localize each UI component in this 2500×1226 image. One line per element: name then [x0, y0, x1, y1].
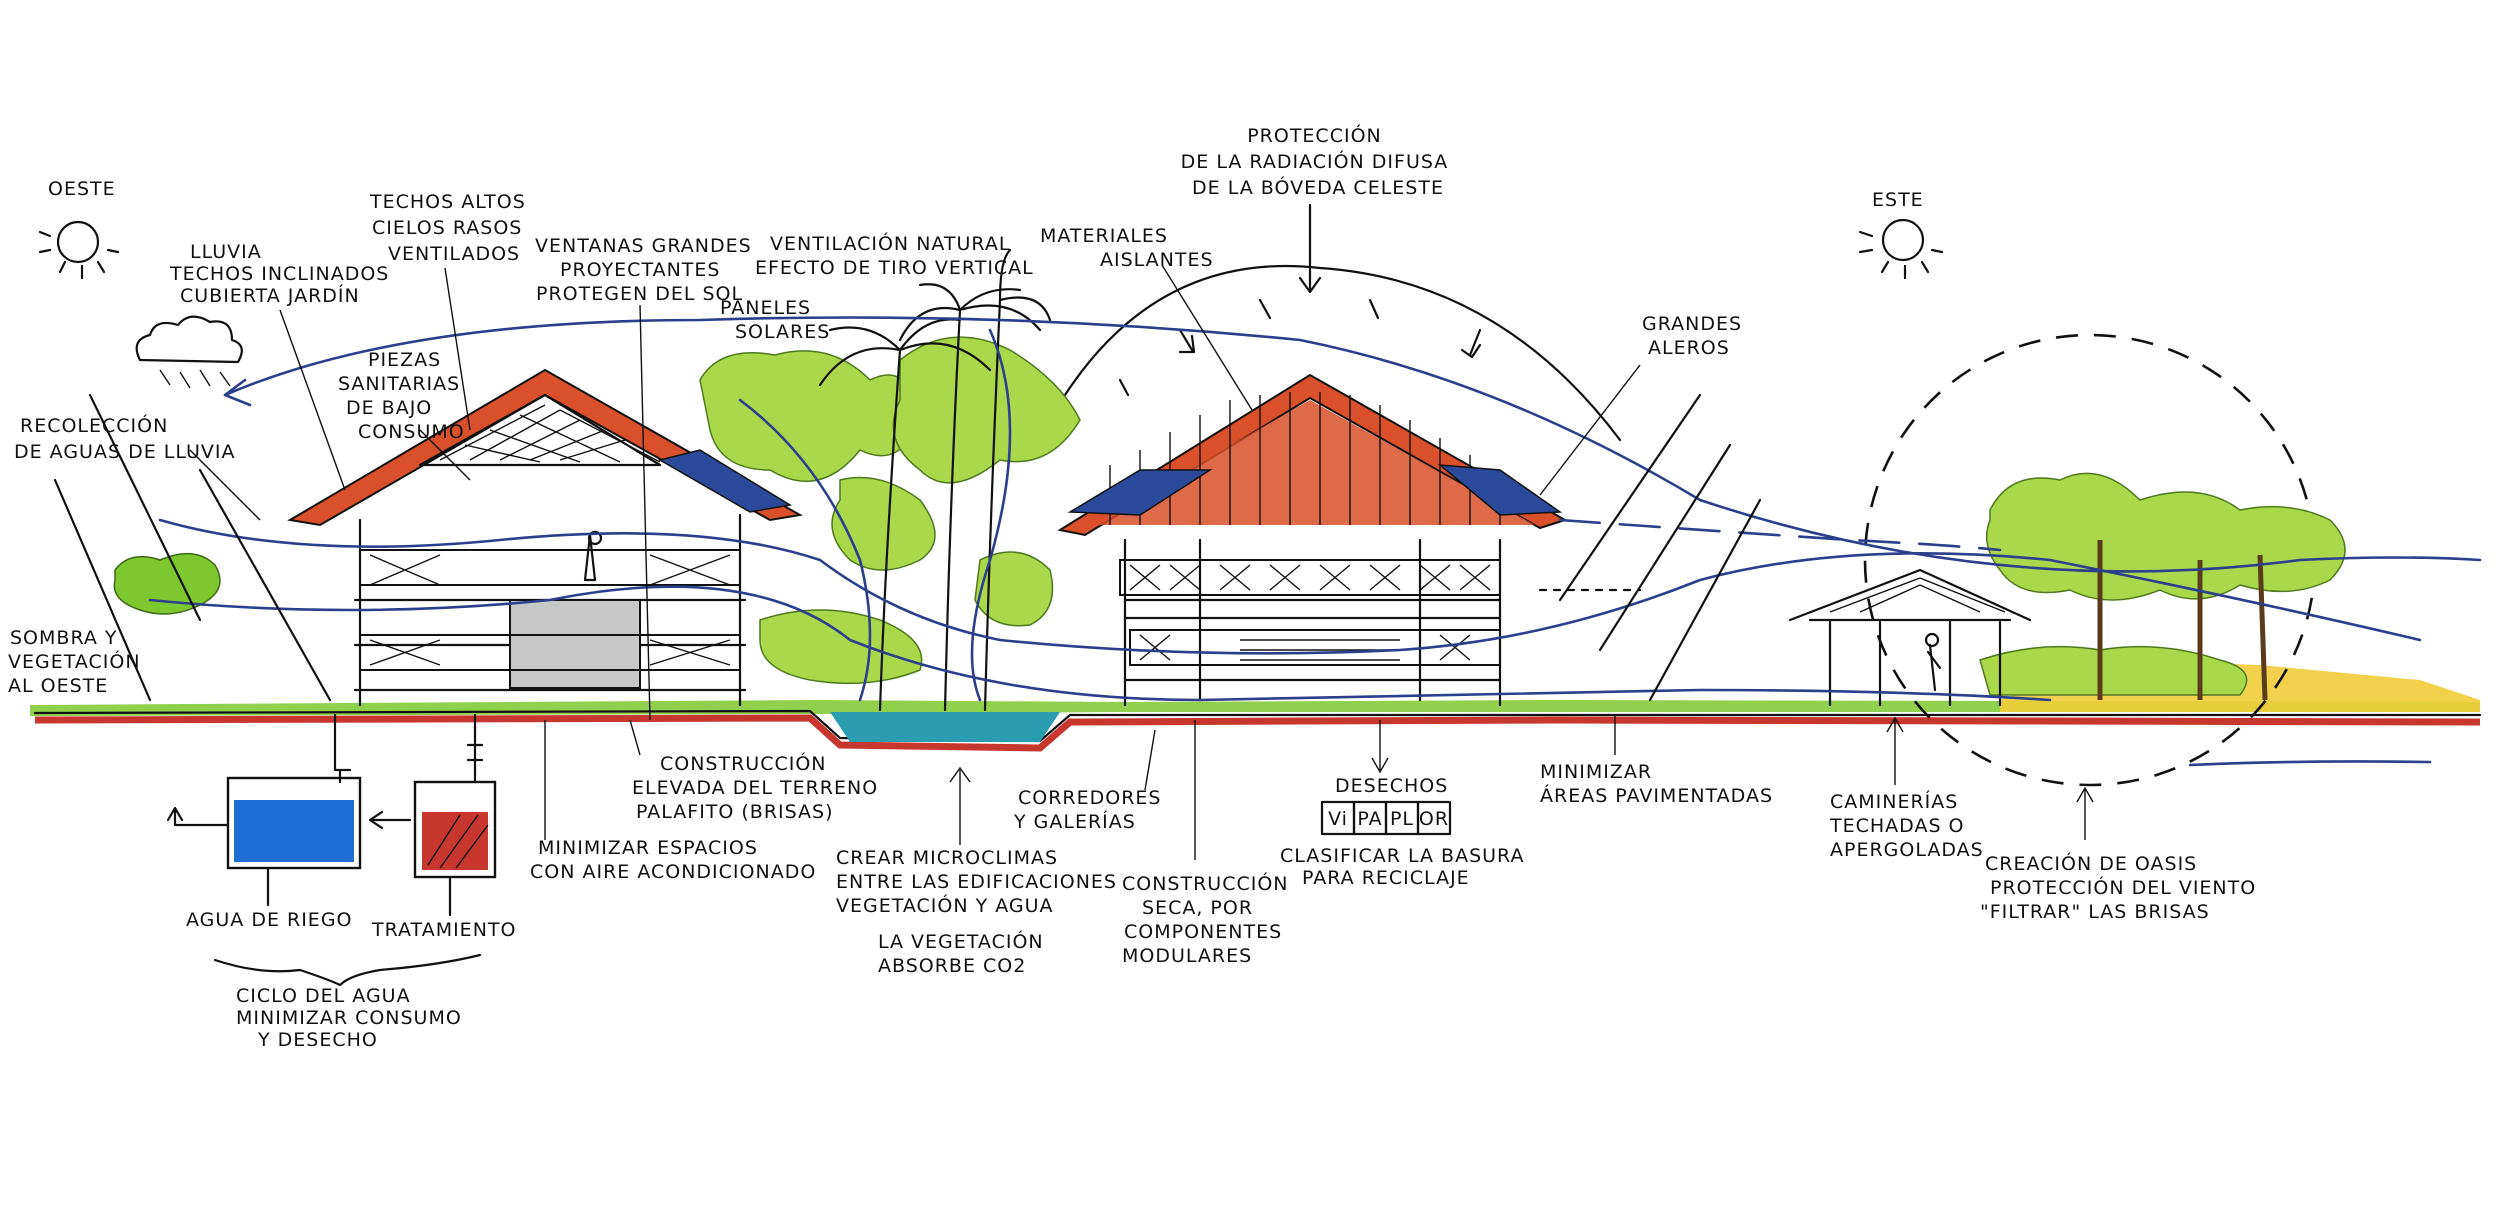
label-ventilacion: VENTILACIÓN NATURAL EFECTO DE TIRO VERTI…	[755, 231, 1034, 279]
west-ac-room	[509, 599, 641, 689]
bin-or: OR	[1419, 808, 1449, 830]
oasis-trunks	[2097, 540, 2268, 701]
label-vegetacion-co2: LA VEGETACIÓN ABSORBE CO2	[878, 929, 1051, 977]
central-house	[1057, 373, 1568, 707]
west-roof	[287, 368, 803, 527]
ground-line-dark	[33, 709, 2482, 743]
rain-cloud-icon	[135, 315, 243, 389]
label-techos-altos: TECHOS ALTOS CIELOS RASOS VENTILADOS	[369, 191, 533, 265]
label-clasificar: CLASIFICAR LA BASURA PARA RECICLAJE	[1280, 845, 1532, 889]
label-construccion-elevada: CONSTRUCCIÓN ELEVADA DEL TERRENO PALAFIT…	[632, 751, 885, 823]
label-oeste: OESTE	[48, 178, 116, 200]
label-minimizar-espacios: MINIMIZAR ESPACIOS CON AIRE ACONDICIONAD…	[530, 837, 816, 883]
west-solar-panels	[658, 449, 793, 513]
pond	[830, 712, 1060, 742]
label-tratamiento: TRATAMIENTO	[371, 919, 516, 941]
central-foliage	[699, 336, 1081, 685]
recycling-bins: Vi PA PL OR	[1320, 800, 1452, 836]
central-solar-panels-right	[1437, 464, 1563, 516]
shade-lines	[53, 393, 1762, 702]
label-piezas: PIEZAS SANITARIAS DE BAJO CONSUMO	[338, 349, 467, 443]
label-sombra: SOMBRA Y VEGETACIÓN AL OESTE	[8, 627, 148, 697]
label-desechos: DESECHOS	[1335, 775, 1448, 797]
bin-pa: PA	[1357, 808, 1382, 830]
radiation-dome	[1063, 203, 1622, 442]
label-agua-riego: AGUA DE RIEGO	[186, 909, 353, 931]
central-balcony-low	[1129, 629, 1501, 666]
pergola	[1788, 568, 2032, 707]
oasis-trees	[1979, 472, 2346, 696]
central-balcony-top	[1119, 559, 1501, 596]
west-shrub	[113, 552, 221, 615]
west-house	[287, 368, 803, 707]
label-este: ESTE	[1872, 189, 1924, 211]
label-construccion-seca: CONSTRUCCIÓN SECA, POR COMPONENTES MODUL…	[1122, 871, 1296, 967]
central-gable-red	[1090, 400, 1535, 525]
label-recoleccion: RECOLECCIÓN DE AGUAS DE LLUVIA	[14, 413, 235, 463]
label-proteccion: PROTECCIÓN DE LA RADIACIÓN DIFUSA DE LA …	[1181, 123, 1456, 199]
sun-west-icon	[38, 220, 120, 280]
ground-line	[34, 714, 2481, 752]
annotations: OESTE ESTE LLUVIA TECHOS INCLINADOS CUBI…	[8, 123, 2263, 1051]
bin-vi: Vi	[1328, 808, 1348, 830]
label-oasis: CREACIÓN DE OASIS PROTECCIÓN DEL VIENTO …	[1980, 851, 2263, 923]
label-corredores: CORREDORES Y GALERÍAS	[1013, 787, 1169, 833]
leader-lines	[189, 264, 2094, 860]
label-ciclo: CICLO DEL AGUA MINIMIZAR CONSUMO Y DESEC…	[236, 985, 469, 1051]
label-ventanas: VENTANAS GRANDES PROYECTANTES PROTEGEN D…	[535, 235, 759, 305]
west-balcony-low	[359, 634, 741, 671]
sun-east-icon	[1858, 218, 1944, 280]
label-microclimas: CREAR MICROCLIMAS ENTRE LAS EDIFICACIONE…	[836, 847, 1124, 917]
irrigation-tank	[226, 776, 362, 870]
label-materiales: MATERIALES AISLANTES	[1040, 225, 1214, 271]
wind-flows	[148, 316, 2482, 767]
label-grandes-aleros: GRANDES ALEROS	[1642, 313, 1749, 359]
central-solar-panels-left	[1067, 469, 1213, 516]
bin-box-or	[1416, 800, 1452, 836]
label-minimizar-areas: MINIMIZAR ÁREAS PAVIMENTADAS	[1540, 761, 1773, 807]
label-lluvia: LLUVIA TECHOS INCLINADOS CUBIERTA JARDÍN	[169, 241, 396, 307]
west-balcony-top	[359, 549, 741, 586]
water-tanks	[166, 713, 497, 987]
bin-pl: PL	[1390, 808, 1414, 830]
palm-trees	[818, 248, 1052, 712]
label-paneles: PANELES SOLARES	[720, 297, 830, 343]
treatment-tank	[413, 780, 497, 879]
label-caminerias: CAMINERÍAS TECHADAS O APERGOLADAS	[1829, 790, 1984, 861]
